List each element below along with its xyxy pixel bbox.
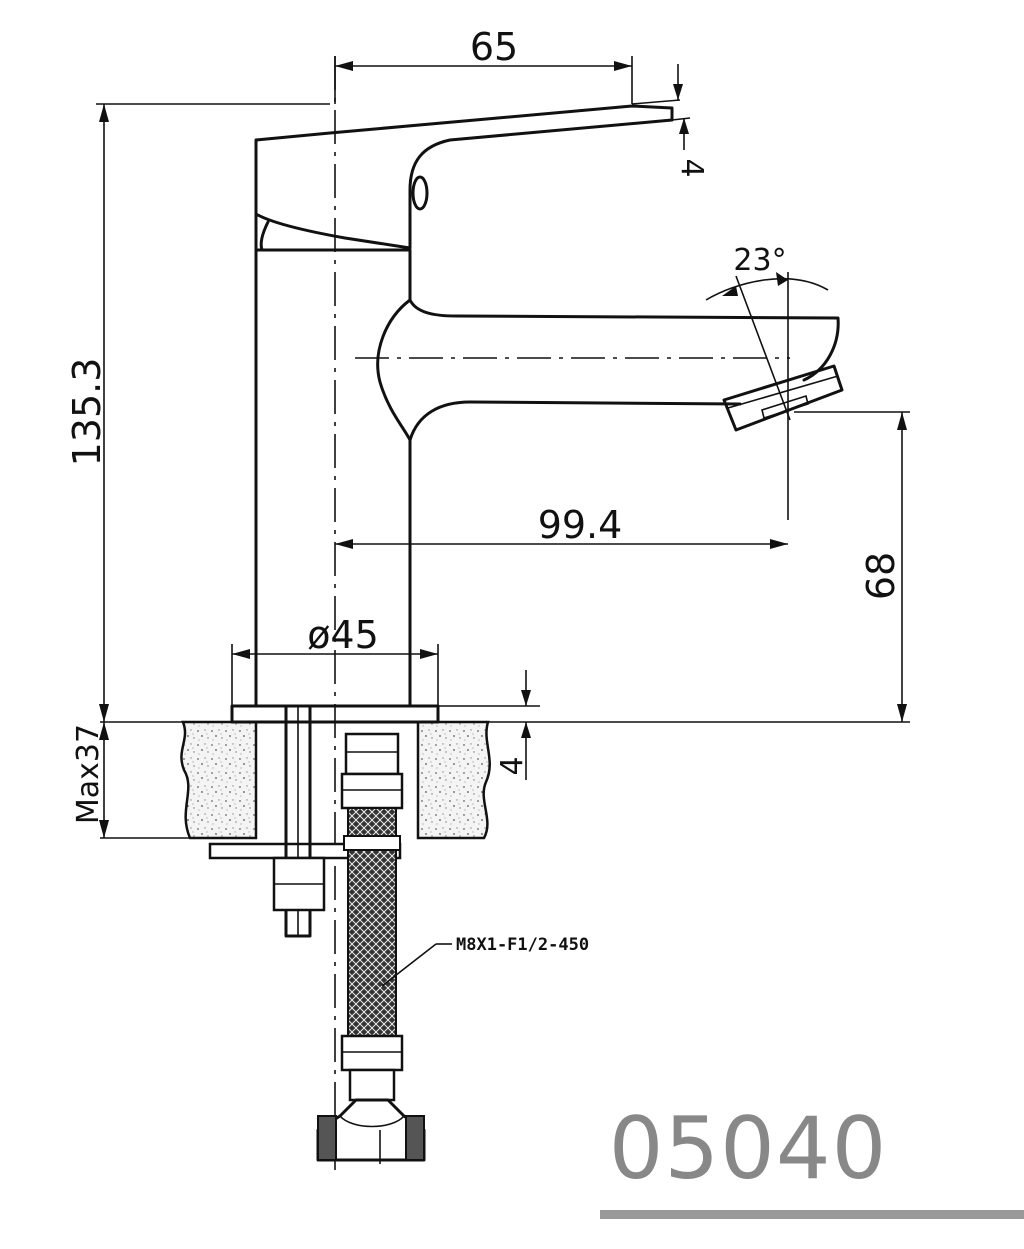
footer-rule (600, 1210, 1024, 1219)
dimension-base-thickness (438, 670, 540, 780)
dimension-label-base-thickness: 4 (495, 756, 530, 775)
dimension-label-base-diameter: ø45 (307, 613, 379, 657)
dimension-max-counter (99, 722, 109, 838)
lever-handle (254, 99, 691, 252)
model-number: 05040 (609, 1099, 888, 1199)
dimension-label-handle-reach: 65 (470, 25, 518, 69)
dimension-spout-angle (705, 272, 829, 520)
dimension-handle-reach (334, 56, 633, 104)
dimension-spout-reach (335, 539, 788, 549)
dimension-label-max-counter: Max37 (71, 724, 106, 824)
dimension-spout-height (794, 411, 910, 722)
flexible-hose (316, 732, 452, 1162)
dimension-label-spout-reach: 99.4 (538, 503, 623, 547)
dimension-label-spout-height: 68 (859, 552, 903, 600)
dimension-handle-tilt (673, 64, 689, 150)
countertop (100, 720, 910, 840)
dimension-total-height (96, 103, 330, 722)
center-lines (334, 56, 790, 1170)
dimension-base-diameter (231, 644, 439, 706)
dimension-label-spout-angle: 23° (733, 243, 786, 278)
dimension-label-total-height: 135.3 (65, 358, 109, 467)
dimension-label-handle-tilt: 4 (674, 158, 709, 177)
hose-label: M8X1-F1/2-450 (456, 935, 589, 955)
